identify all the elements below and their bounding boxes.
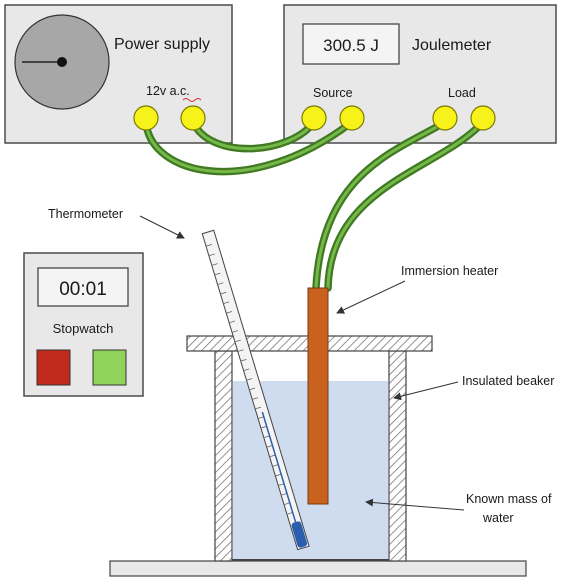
thermometer-tick xyxy=(226,311,233,314)
thermometer-tick xyxy=(237,349,244,352)
stopwatch-start-button[interactable] xyxy=(92,349,127,386)
known-mass-arrow xyxy=(365,498,465,511)
joulemeter-title: Joulemeter xyxy=(412,37,492,54)
stopwatch-label: Stopwatch xyxy=(53,321,114,336)
thermometer-tick xyxy=(214,272,221,276)
thermometer-tick xyxy=(263,435,270,439)
thermometer-tick xyxy=(283,502,290,506)
base-plate xyxy=(109,560,527,577)
thermometer-tick xyxy=(275,473,282,477)
stopwatch-unit: 00:01 Stopwatch xyxy=(23,252,144,397)
power-terminal-1[interactable] xyxy=(133,105,159,131)
thermometer-tick xyxy=(229,320,235,324)
power-supply-title: Power supply xyxy=(114,36,210,53)
thermometer-bulb xyxy=(291,521,308,548)
thermometer-tick xyxy=(211,263,218,266)
joulemeter-reading: 300.5 J xyxy=(323,36,379,55)
terminals xyxy=(133,105,496,131)
power-terminal-2[interactable] xyxy=(180,105,206,131)
thermometer xyxy=(201,229,310,551)
beaker-wall-right xyxy=(388,350,407,562)
thermometer-tick xyxy=(205,244,212,247)
immersion-heater xyxy=(307,287,329,505)
joulemeter-unit: 300.5 J Joulemeter Source Load xyxy=(283,4,557,144)
thermometer-arrow xyxy=(139,215,185,239)
thermometer-tick xyxy=(234,339,241,343)
thermometer-tick xyxy=(266,445,273,448)
power-supply-terminal-label: 12v a.c. xyxy=(146,84,190,98)
thermometer-tick xyxy=(249,387,256,391)
thermometer-tick xyxy=(272,464,279,467)
thermometer-tick xyxy=(223,301,230,305)
stopwatch-time: 00:01 xyxy=(59,279,107,300)
thermometer-tube xyxy=(201,229,310,551)
thermometer-tick xyxy=(255,406,262,410)
beaker-wall-left xyxy=(214,350,233,562)
dial-center xyxy=(57,57,67,67)
spellcheck-squiggle xyxy=(182,98,202,102)
thermometer-tick xyxy=(208,253,215,257)
thermometer-tick xyxy=(243,368,250,372)
thermometer-tick xyxy=(231,330,238,333)
thermometer-tick xyxy=(281,492,288,496)
stopwatch-display xyxy=(37,267,129,307)
joulemeter-display xyxy=(302,23,400,65)
insulated-beaker-arrow xyxy=(393,381,459,401)
thermometer-tick xyxy=(217,282,224,285)
annotations: Thermometer Immersion heater Insulated b… xyxy=(48,207,554,525)
load-terminal-2[interactable] xyxy=(470,105,496,131)
connecting-leads xyxy=(142,118,487,292)
immersion-heater-label: Immersion heater xyxy=(401,264,498,278)
thermometer-tick xyxy=(278,483,285,486)
joulemeter-load-label: Load xyxy=(448,86,476,100)
thermometer-tick xyxy=(220,291,227,295)
joulemeter-source-label: Source xyxy=(313,86,353,100)
source-terminal-2[interactable] xyxy=(339,105,365,131)
thermometer-tick xyxy=(252,397,259,400)
load-terminal-1[interactable] xyxy=(432,105,458,131)
thermometer-column xyxy=(261,411,297,523)
thermometer-scale xyxy=(205,244,293,515)
thermometer-tick xyxy=(246,378,253,381)
thermometer-tick xyxy=(260,425,267,429)
thermometer-label: Thermometer xyxy=(48,207,123,221)
stopwatch-stop-button[interactable] xyxy=(36,349,71,386)
known-mass-label-line2: water xyxy=(482,511,514,525)
thermometer-tick xyxy=(257,416,264,419)
immersion-heater-arrow xyxy=(336,280,406,314)
source-terminal-1[interactable] xyxy=(301,105,327,131)
insulated-beaker-label: Insulated beaker xyxy=(462,374,554,388)
thermometer-tick xyxy=(286,512,293,515)
thermometer-tick xyxy=(240,358,247,362)
known-mass-label-line1: Known mass of xyxy=(466,492,552,506)
power-supply-unit: Power supply 12v a.c. xyxy=(4,4,233,144)
thermometer-tick xyxy=(269,454,276,458)
